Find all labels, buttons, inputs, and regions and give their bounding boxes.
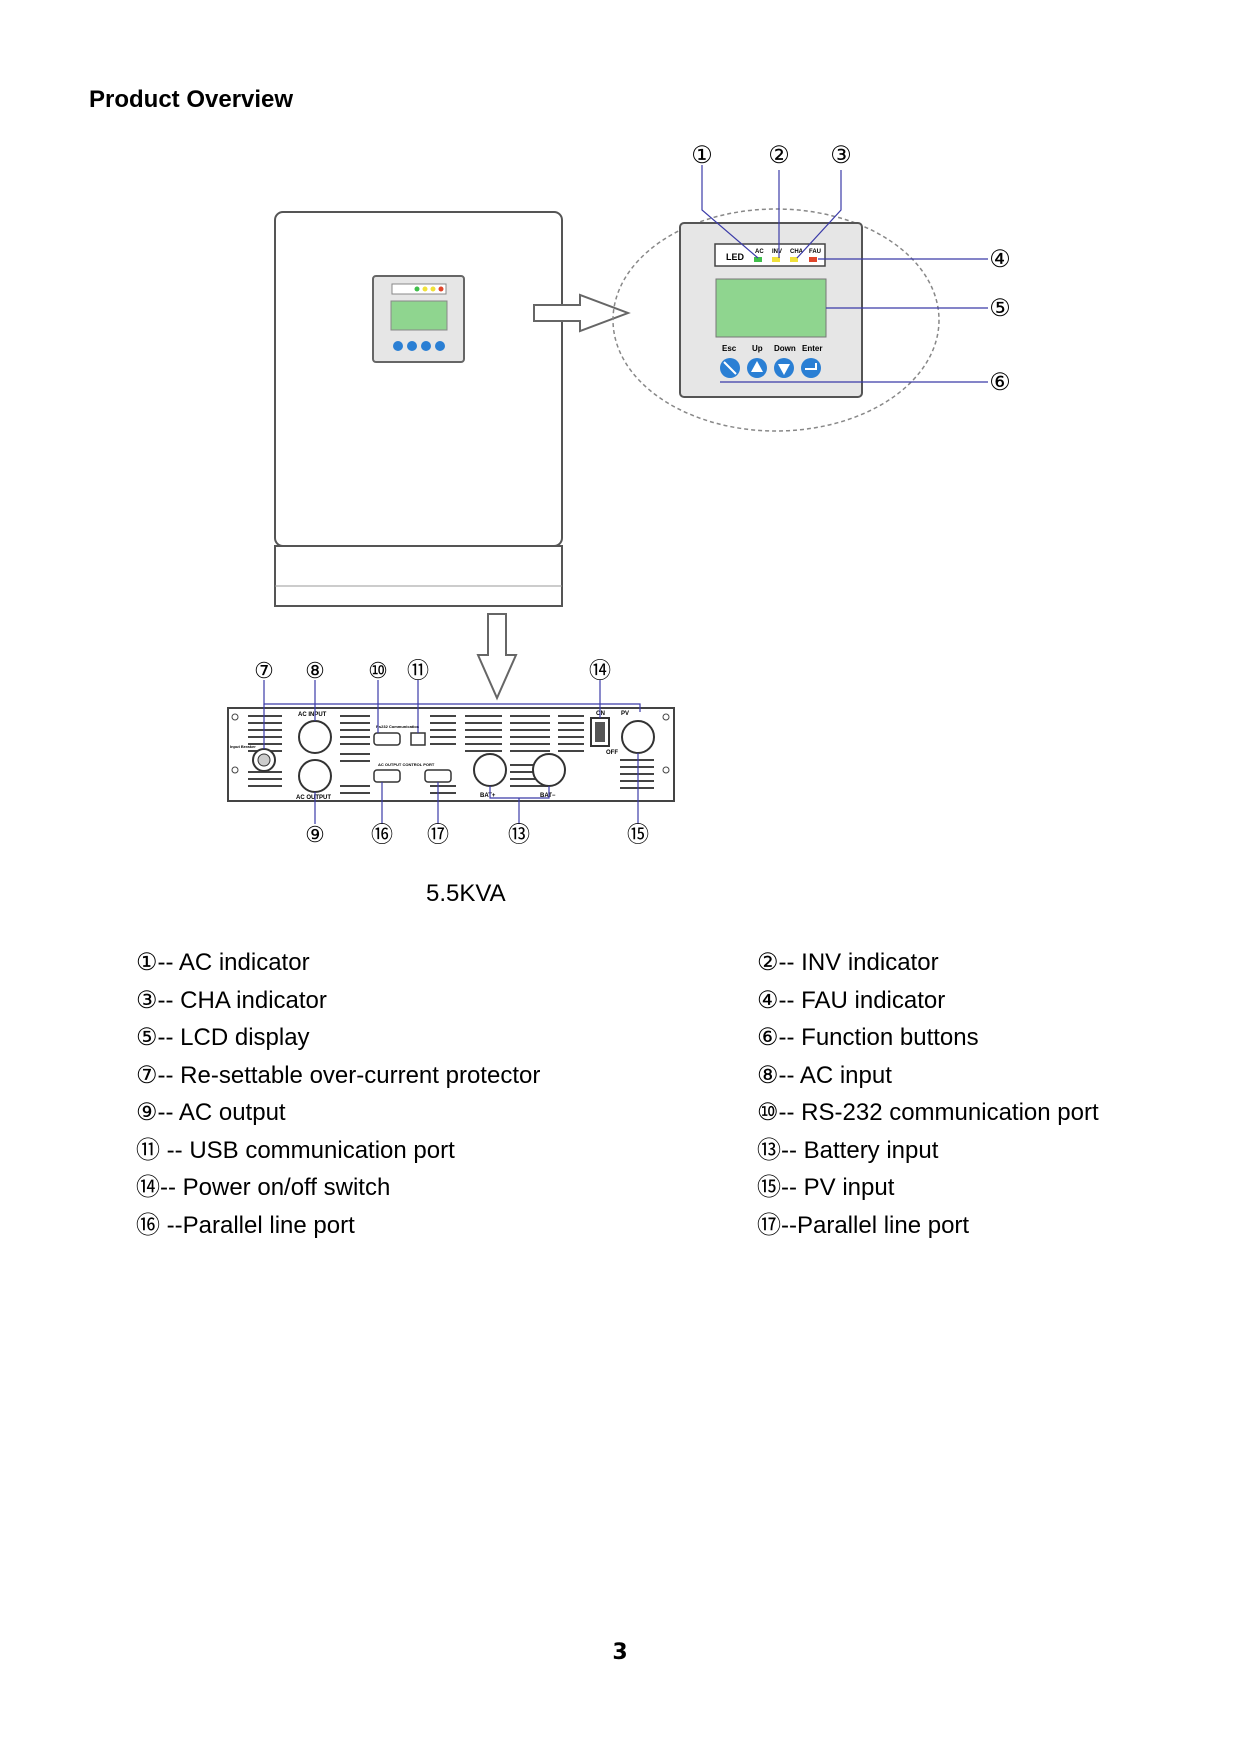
panel-label-down: Down	[774, 344, 796, 353]
usb-port	[410, 732, 426, 746]
led-cha-icon	[790, 257, 798, 262]
pv-terminal	[621, 720, 655, 754]
legend-item: ⑧-- AC input	[757, 1061, 892, 1089]
led-inv-icon	[772, 257, 780, 262]
rear-callout-lines	[263, 680, 641, 824]
rear-label-bat-minus: BAT−	[540, 793, 556, 799]
inverter-front-view	[274, 211, 563, 607]
rear-panel-view: AC INPUT AC OUTPUT Rs232 Communication A…	[227, 707, 675, 802]
legend-item: ⑮-- PV input	[757, 1174, 895, 1201]
panel-label-enter: Enter	[802, 344, 822, 353]
section-title: Product Overview	[89, 86, 294, 113]
panel-label-up: Up	[752, 344, 763, 353]
ac-output-terminal	[298, 759, 332, 793]
legend-left-column: ①-- AC indicator ③-- CHA indicator ⑤-- L…	[136, 944, 540, 1244]
legend-item: ⑯ --Parallel line port	[136, 1211, 355, 1239]
callout-6: ⑥	[989, 369, 1011, 396]
callout-7: ⑦	[254, 658, 274, 683]
panel-label-esc: Esc	[722, 344, 737, 353]
legend-item: ⑩-- RS-232 communication port	[757, 1099, 1099, 1126]
battery-plus-terminal	[473, 753, 507, 787]
rear-label-bat-plus: BAT+	[480, 793, 496, 799]
legend-item: ⑪ -- USB communication port	[136, 1136, 455, 1164]
rear-label-ac-input: AC INPUT	[298, 712, 327, 718]
led-fau-icon	[809, 257, 817, 262]
callout-5: ⑤	[989, 295, 1011, 322]
rear-label-ac-output: AC OUTPUT	[296, 795, 331, 801]
zoom-ellipse	[612, 208, 940, 432]
rear-label-off: OFF	[606, 750, 618, 756]
rear-label-ac-output-control: AC OUTPUT CONTROL PORT	[378, 762, 435, 767]
legend-item: ④-- FAU indicator	[757, 986, 946, 1014]
down-arrow-icon	[476, 613, 518, 701]
legend-item: ⑭-- Power on/off switch	[136, 1174, 391, 1201]
callout-16: ⑯	[371, 822, 393, 847]
legend-item: ①-- AC indicator	[136, 949, 310, 976]
legend-item: ⑤-- LCD display	[136, 1024, 310, 1051]
panel-label-fau: FAU	[809, 249, 821, 255]
legend-right-column: ②-- INV indicator ④-- FAU indicator ⑥-- …	[757, 944, 1099, 1244]
callout-15: ⑮	[627, 822, 649, 847]
led-ac-icon	[754, 257, 762, 262]
callout-13: ⑬	[508, 822, 530, 847]
callout-8: ⑧	[305, 658, 325, 683]
callout-1: ①	[691, 142, 713, 169]
legend-item: ⑨-- AC output	[136, 1099, 286, 1126]
callout-14: ⑭	[589, 658, 611, 683]
model-label: 5.5KVA	[426, 880, 506, 907]
rear-label-pv: PV	[621, 711, 629, 717]
enlarged-control-panel: LED AC INV CHA FAU Esc Up Down Enter	[679, 222, 863, 398]
legend-item: ②-- INV indicator	[757, 949, 939, 976]
callout-9: ⑨	[305, 822, 325, 847]
rear-label-rs232: Rs232 Communication	[376, 724, 420, 729]
callout-2: ②	[768, 142, 790, 169]
callout-3: ③	[830, 142, 852, 169]
legend-item: ③-- CHA indicator	[136, 986, 327, 1014]
product-overview-figure: LED AC INV CHA FAU Esc Up Down Enter ① ②…	[227, 142, 1011, 847]
parallel-port-1	[373, 769, 401, 783]
callout-4: ④	[989, 246, 1011, 273]
callout-10: ⑩	[368, 658, 388, 683]
rear-label-input-breaker: Input Breaker	[230, 744, 256, 749]
battery-minus-terminal	[532, 753, 566, 787]
callout-17: ⑰	[427, 822, 449, 847]
parallel-port-2	[424, 769, 452, 783]
page-number: 3	[612, 1640, 628, 1665]
lcd-display	[715, 278, 827, 338]
legend-item: ⑬-- Battery input	[757, 1136, 939, 1164]
callout-11: ⑪	[407, 658, 429, 683]
zoom-arrow-icon	[533, 293, 631, 333]
legend-item: ⑥-- Function buttons	[757, 1024, 979, 1051]
ac-input-terminal	[298, 720, 332, 754]
rs232-port	[373, 732, 401, 746]
panel-label-cha: CHA	[790, 249, 804, 255]
panel-label-ac: AC	[755, 249, 764, 255]
legend-item: ⑦-- Re-settable over-current protector	[136, 1061, 541, 1089]
legend-item: ⑰--Parallel line port	[757, 1211, 970, 1239]
panel-label-led: LED	[726, 252, 745, 262]
panel-label-inv: INV	[772, 249, 782, 255]
panel-callout-lines	[701, 165, 988, 383]
